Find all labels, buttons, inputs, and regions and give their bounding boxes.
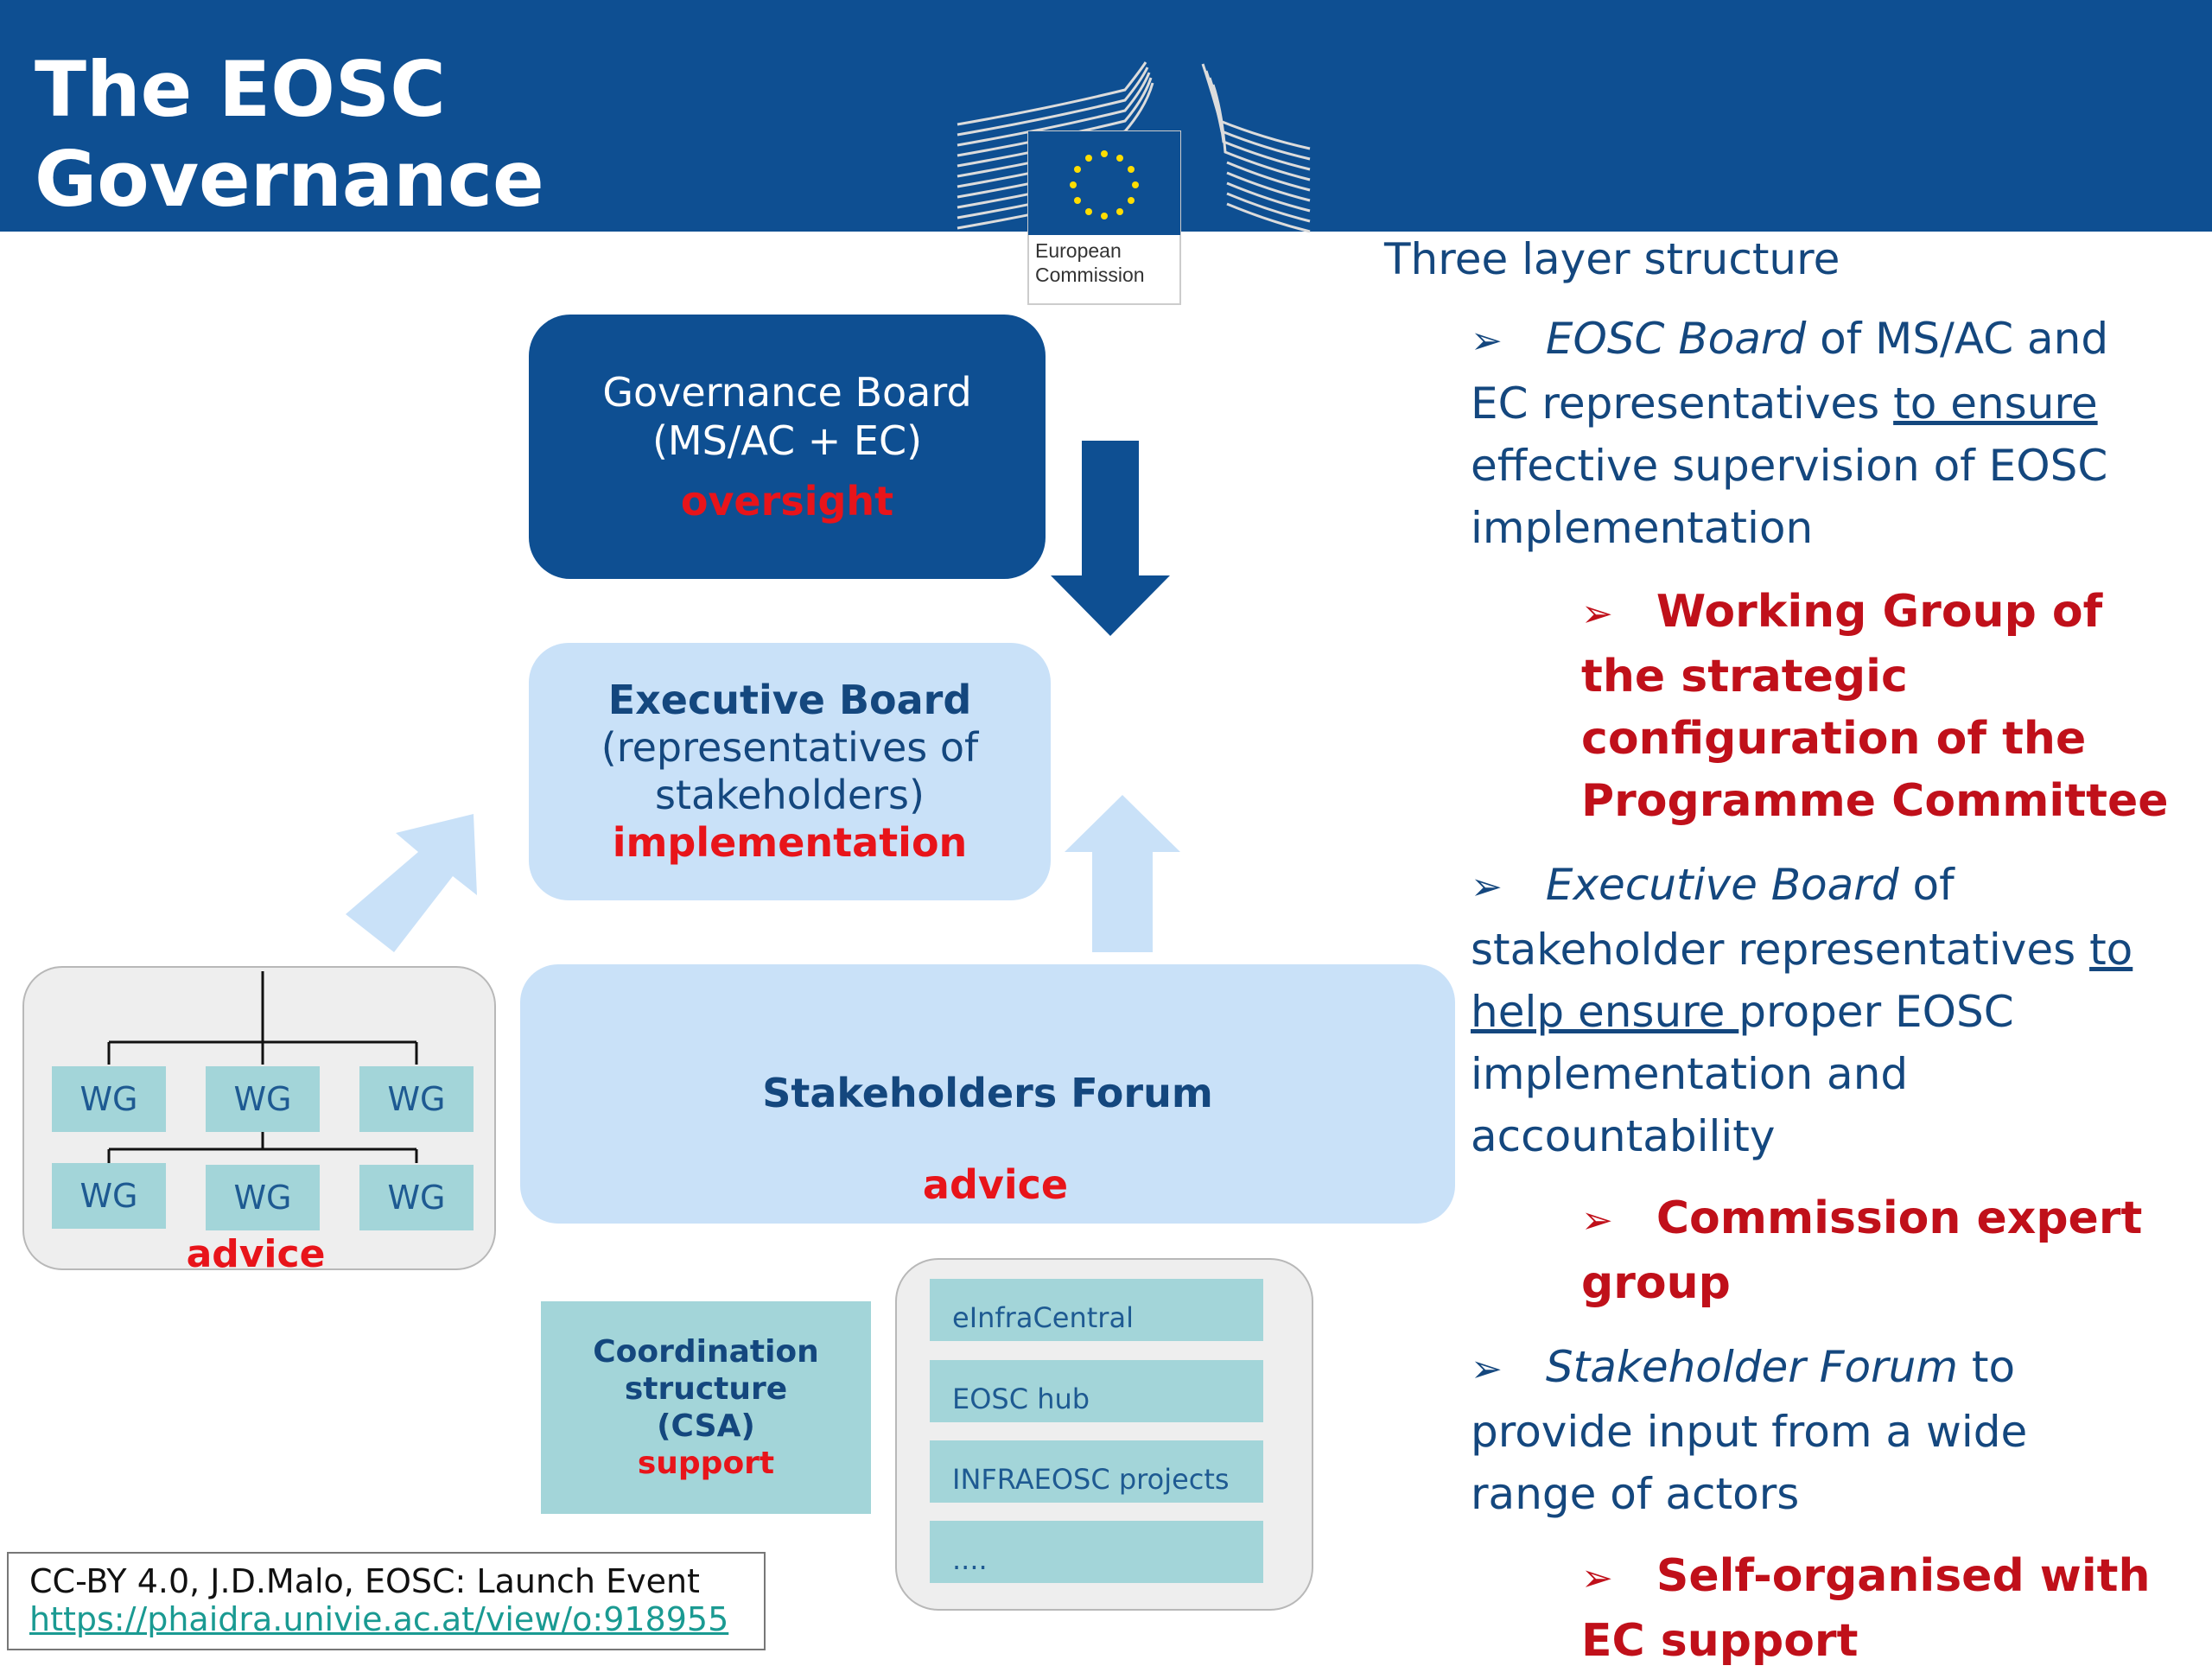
sub-bullet-expert-group: ➢Commission expert group (1581, 1192, 2143, 1309)
governance-board-title: Governance Board (602, 369, 972, 416)
bullet-arrow-icon: ➢ (1471, 1347, 1503, 1391)
sub-bullet-self-organised: ➢Self-organised with EC support (1581, 1550, 2151, 1667)
wg-box-2: WG (206, 1066, 320, 1132)
coordination-role: support (637, 1446, 775, 1481)
bullet-arrow-icon: ➢ (1471, 319, 1503, 363)
stakeholders-forum-title: Stakeholders Forum (762, 1070, 1213, 1116)
bullet-arrow-red-icon: ➢ (1581, 1198, 1613, 1243)
wg-box-1: WG (52, 1066, 166, 1132)
executive-board-title: Executive Board (607, 677, 972, 723)
project-item-einfracentral: eInfraCentral (930, 1279, 1263, 1341)
sub-bullet-working-group: ➢Working Group of the strategic configur… (1581, 586, 2169, 827)
bullet-arrow-icon: ➢ (1471, 865, 1503, 909)
stakeholders-forum-box: Stakeholders Forum advice (520, 964, 1455, 1224)
credit-box: CC-BY 4.0, J.D.Malo, EOSC: Launch Event … (7, 1552, 766, 1650)
arrow-diagonal-light-left (346, 814, 477, 952)
credit-link[interactable]: https://phaidra.univie.ac.at/view/o:9189… (29, 1600, 729, 1638)
european-commission-logo: European Commission (957, 61, 1311, 305)
stakeholders-forum-role: advice (922, 1161, 1069, 1208)
coordination-line1: Coordination (593, 1334, 819, 1370)
arrow-down-dark (1051, 441, 1170, 636)
wg-box-4: WG (52, 1163, 166, 1229)
coordination-line3: (CSA) (657, 1408, 755, 1444)
working-groups-role: advice (186, 1232, 326, 1276)
wg-box-5: WG (206, 1165, 320, 1230)
arrow-up-light-right (1065, 795, 1180, 952)
bullet-arrow-red-icon: ➢ (1581, 1556, 1613, 1600)
executive-board-box: Executive Board (representatives of stak… (529, 643, 1051, 900)
project-item-infraeosc: INFRAEOSC projects (930, 1440, 1263, 1503)
bullet-executive-board: ➢Executive Board of stakeholder represen… (1471, 860, 2133, 1161)
bullet-stakeholder-forum: ➢Stakeholder Forum to provide input from… (1471, 1342, 2028, 1519)
project-item-eosc-hub: EOSC hub (930, 1360, 1263, 1422)
eu-stars-icon (1070, 150, 1139, 219)
bullet-arrow-red-icon: ➢ (1581, 592, 1613, 636)
coordination-line2: structure (624, 1371, 788, 1407)
executive-board-line3: stakeholders) (655, 772, 925, 818)
executive-board-line2: (representatives of (601, 724, 979, 771)
wg-box-6: WG (359, 1165, 474, 1230)
logo-text-line1: European (1035, 239, 1122, 262)
governance-board-box: Governance Board (MS/AC + EC) oversight (529, 315, 1046, 579)
coordination-structure-box: Coordination structure (CSA) support (541, 1301, 871, 1514)
credit-text: CC-BY 4.0, J.D.Malo, EOSC: Launch Event (29, 1562, 700, 1600)
governance-board-role: oversight (680, 478, 894, 524)
right-panel-heading: Three layer structure (1384, 234, 1840, 284)
page-title: The EOSC Governance (35, 45, 544, 224)
governance-board-subtitle: (MS/AC + EC) (652, 417, 923, 464)
project-item-more: .... (930, 1521, 1263, 1583)
logo-text-line2: Commission (1035, 264, 1145, 286)
bullet-eosc-board: ➢EOSC Board of MS/AC and EC representati… (1471, 314, 2109, 553)
wg-box-3: WG (359, 1066, 474, 1132)
executive-board-role: implementation (612, 819, 968, 866)
